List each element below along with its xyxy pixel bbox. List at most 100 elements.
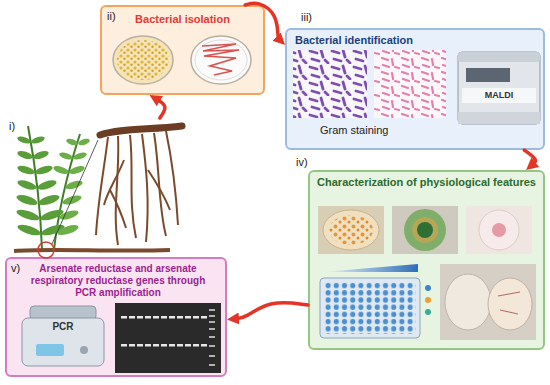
- microplate-drawing: [425, 285, 431, 291]
- fern-drawing: [14, 126, 170, 258]
- gel-image: [120, 316, 208, 320]
- gel-image: [120, 344, 208, 348]
- panel-title: Arsenate reductase and arsenate respirat…: [25, 263, 211, 299]
- fern-drawing: [40, 222, 65, 237]
- fern-drawing: [68, 164, 85, 175]
- panel-number: ii): [107, 10, 116, 23]
- petri-dish-drawing: [113, 36, 173, 84]
- fern-drawing: [38, 242, 54, 258]
- gel-image: [115, 303, 221, 373]
- fern-drawing: [32, 149, 49, 160]
- fern-drawing: [15, 193, 38, 207]
- fern-drawing: [61, 193, 82, 206]
- maldi-instrument: [458, 112, 540, 124]
- plate-photos: [466, 206, 532, 254]
- microplate-drawing: [425, 309, 431, 315]
- fern-drawing: [52, 137, 90, 237]
- panel-title: Characterization of physiological featur…: [314, 176, 539, 189]
- gram-stain-drawing: [293, 50, 367, 118]
- characterization-panel: iv)Characterization of physiological fea…: [308, 170, 545, 350]
- text-slot: ii): [107, 10, 116, 23]
- isolation-panel: ii)Bacterial isolation: [100, 5, 265, 95]
- hand-plates-photo: [440, 264, 536, 340]
- gram-stain-drawing: [374, 50, 446, 118]
- fern-drawing: [14, 250, 170, 251]
- fern-drawing: [16, 164, 35, 176]
- fern-drawing: [77, 137, 90, 146]
- text-slot: Arsenate reductase and arsenate respirat…: [25, 263, 211, 299]
- maldi-instrument: [458, 52, 540, 62]
- flow-arrow: [236, 303, 308, 319]
- fern-drawing: [28, 126, 42, 250]
- fern-drawing: [30, 135, 45, 145]
- fern-drawing: [16, 222, 41, 237]
- pcr-machine: [30, 306, 96, 320]
- root-drawing: [130, 135, 136, 238]
- pcr-panel: v) Arsenate reductase and arsenate respir…: [5, 257, 227, 377]
- fern-drawing: [52, 164, 69, 175]
- text-slot: v): [11, 262, 20, 275]
- microplate-drawing: [425, 297, 431, 303]
- petri-dish-drawing: [113, 36, 251, 84]
- fern-drawing: [56, 223, 79, 237]
- gel-image: [115, 303, 221, 373]
- plate-photos: [329, 215, 373, 245]
- gram-stain-drawing: [293, 50, 367, 118]
- petri-dish-drawing: [202, 44, 239, 75]
- petri-dish-drawing: [191, 36, 251, 84]
- plate-photos: [417, 222, 433, 238]
- root-drawing: [96, 137, 108, 235]
- pcr-machine: [36, 344, 64, 356]
- fern-drawing: [72, 151, 87, 161]
- fern-drawing: [52, 140, 98, 244]
- maldi-instrument: [458, 52, 540, 124]
- fern-drawing: [16, 149, 33, 160]
- maldi-instrument: [462, 88, 536, 103]
- fern-drawing: [34, 164, 53, 176]
- instrument-label: MALDI: [459, 90, 539, 101]
- plate-photos: [318, 206, 532, 254]
- plate-photos: [323, 210, 379, 250]
- panel-number: v): [11, 262, 20, 275]
- root-drawing: [110, 190, 126, 228]
- fern-drawing: [64, 179, 83, 191]
- plate-photos: [318, 206, 384, 254]
- image-caption: Gram staining: [320, 124, 388, 137]
- petri-dish-drawing: [117, 40, 169, 80]
- root-drawing: [148, 170, 170, 210]
- microplate-drawing: [324, 282, 416, 334]
- root-drawing: [142, 134, 148, 242]
- hand-plates-photo: [440, 264, 536, 340]
- root-drawing: [96, 131, 178, 245]
- gel-image: [209, 310, 215, 365]
- plate-photos: [392, 206, 458, 254]
- plate-photos: [404, 209, 446, 251]
- gram-stain-drawing: [374, 50, 446, 118]
- maldi-instrument: [458, 52, 540, 124]
- hand-plates-photo: [445, 274, 491, 330]
- fern-illustration: i): [5, 118, 185, 253]
- text-slot: Characterization of physiological featur…: [314, 176, 539, 189]
- fern-drawing: [36, 178, 57, 191]
- flow-arrow: [157, 100, 165, 118]
- petri-dish-drawing: [195, 40, 247, 80]
- root-drawing: [166, 131, 178, 225]
- flow-arrow: [524, 150, 535, 164]
- microplate-drawing: [322, 264, 418, 272]
- text-slot: MALDI: [459, 90, 539, 101]
- fern-drawing: [16, 178, 37, 191]
- pcr-machine: [80, 346, 88, 354]
- root-drawing: [100, 126, 182, 135]
- panel-title: Bacterial identification: [295, 34, 413, 47]
- panel-number: iii): [301, 11, 312, 24]
- flow-arrow: [245, 3, 278, 39]
- text-slot: i): [9, 120, 15, 133]
- instrument-label: PCR: [33, 321, 93, 333]
- identification-panel: iii)Bacterial identificationGram stainin…: [285, 28, 545, 150]
- gram-stain-drawing: [293, 50, 446, 118]
- fern-drawing: [15, 207, 40, 222]
- fern-drawing: [65, 137, 78, 146]
- root-drawing: [104, 160, 124, 205]
- root-drawing: [116, 136, 119, 245]
